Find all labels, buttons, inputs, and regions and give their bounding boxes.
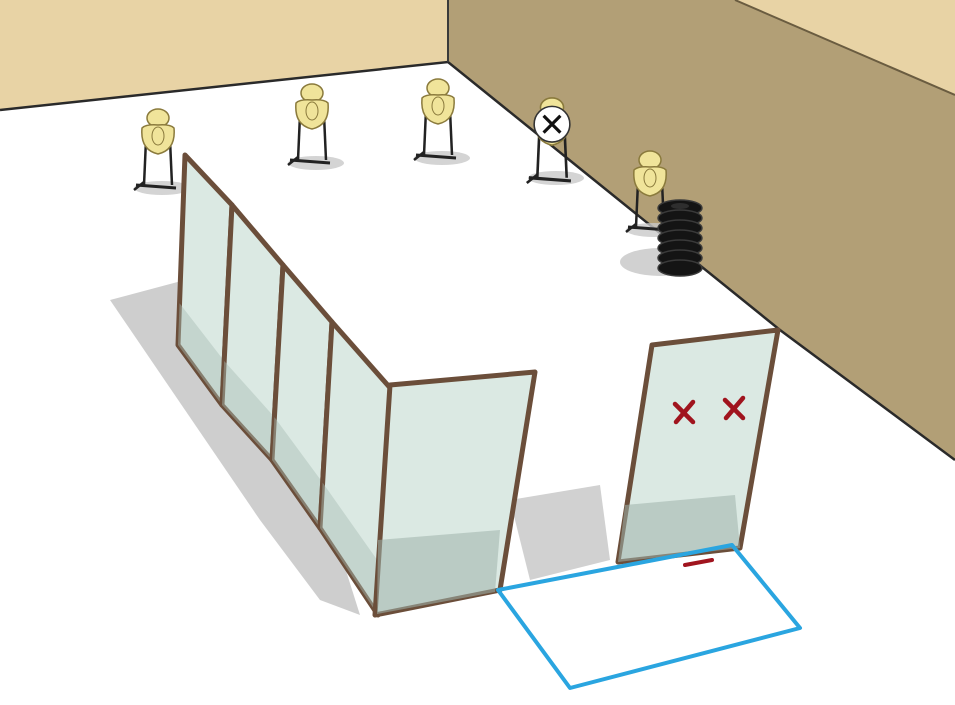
- tire-stack: [658, 200, 702, 276]
- door-shadow: [510, 485, 610, 580]
- steel-target-2: [288, 84, 330, 165]
- steel-target-3: [414, 79, 456, 160]
- fault-line-mark: [685, 560, 712, 565]
- back-wall: [0, 0, 448, 110]
- steel-target-1: [134, 109, 176, 190]
- door-panel-left: [375, 372, 535, 615]
- door-panel-right: [618, 330, 778, 565]
